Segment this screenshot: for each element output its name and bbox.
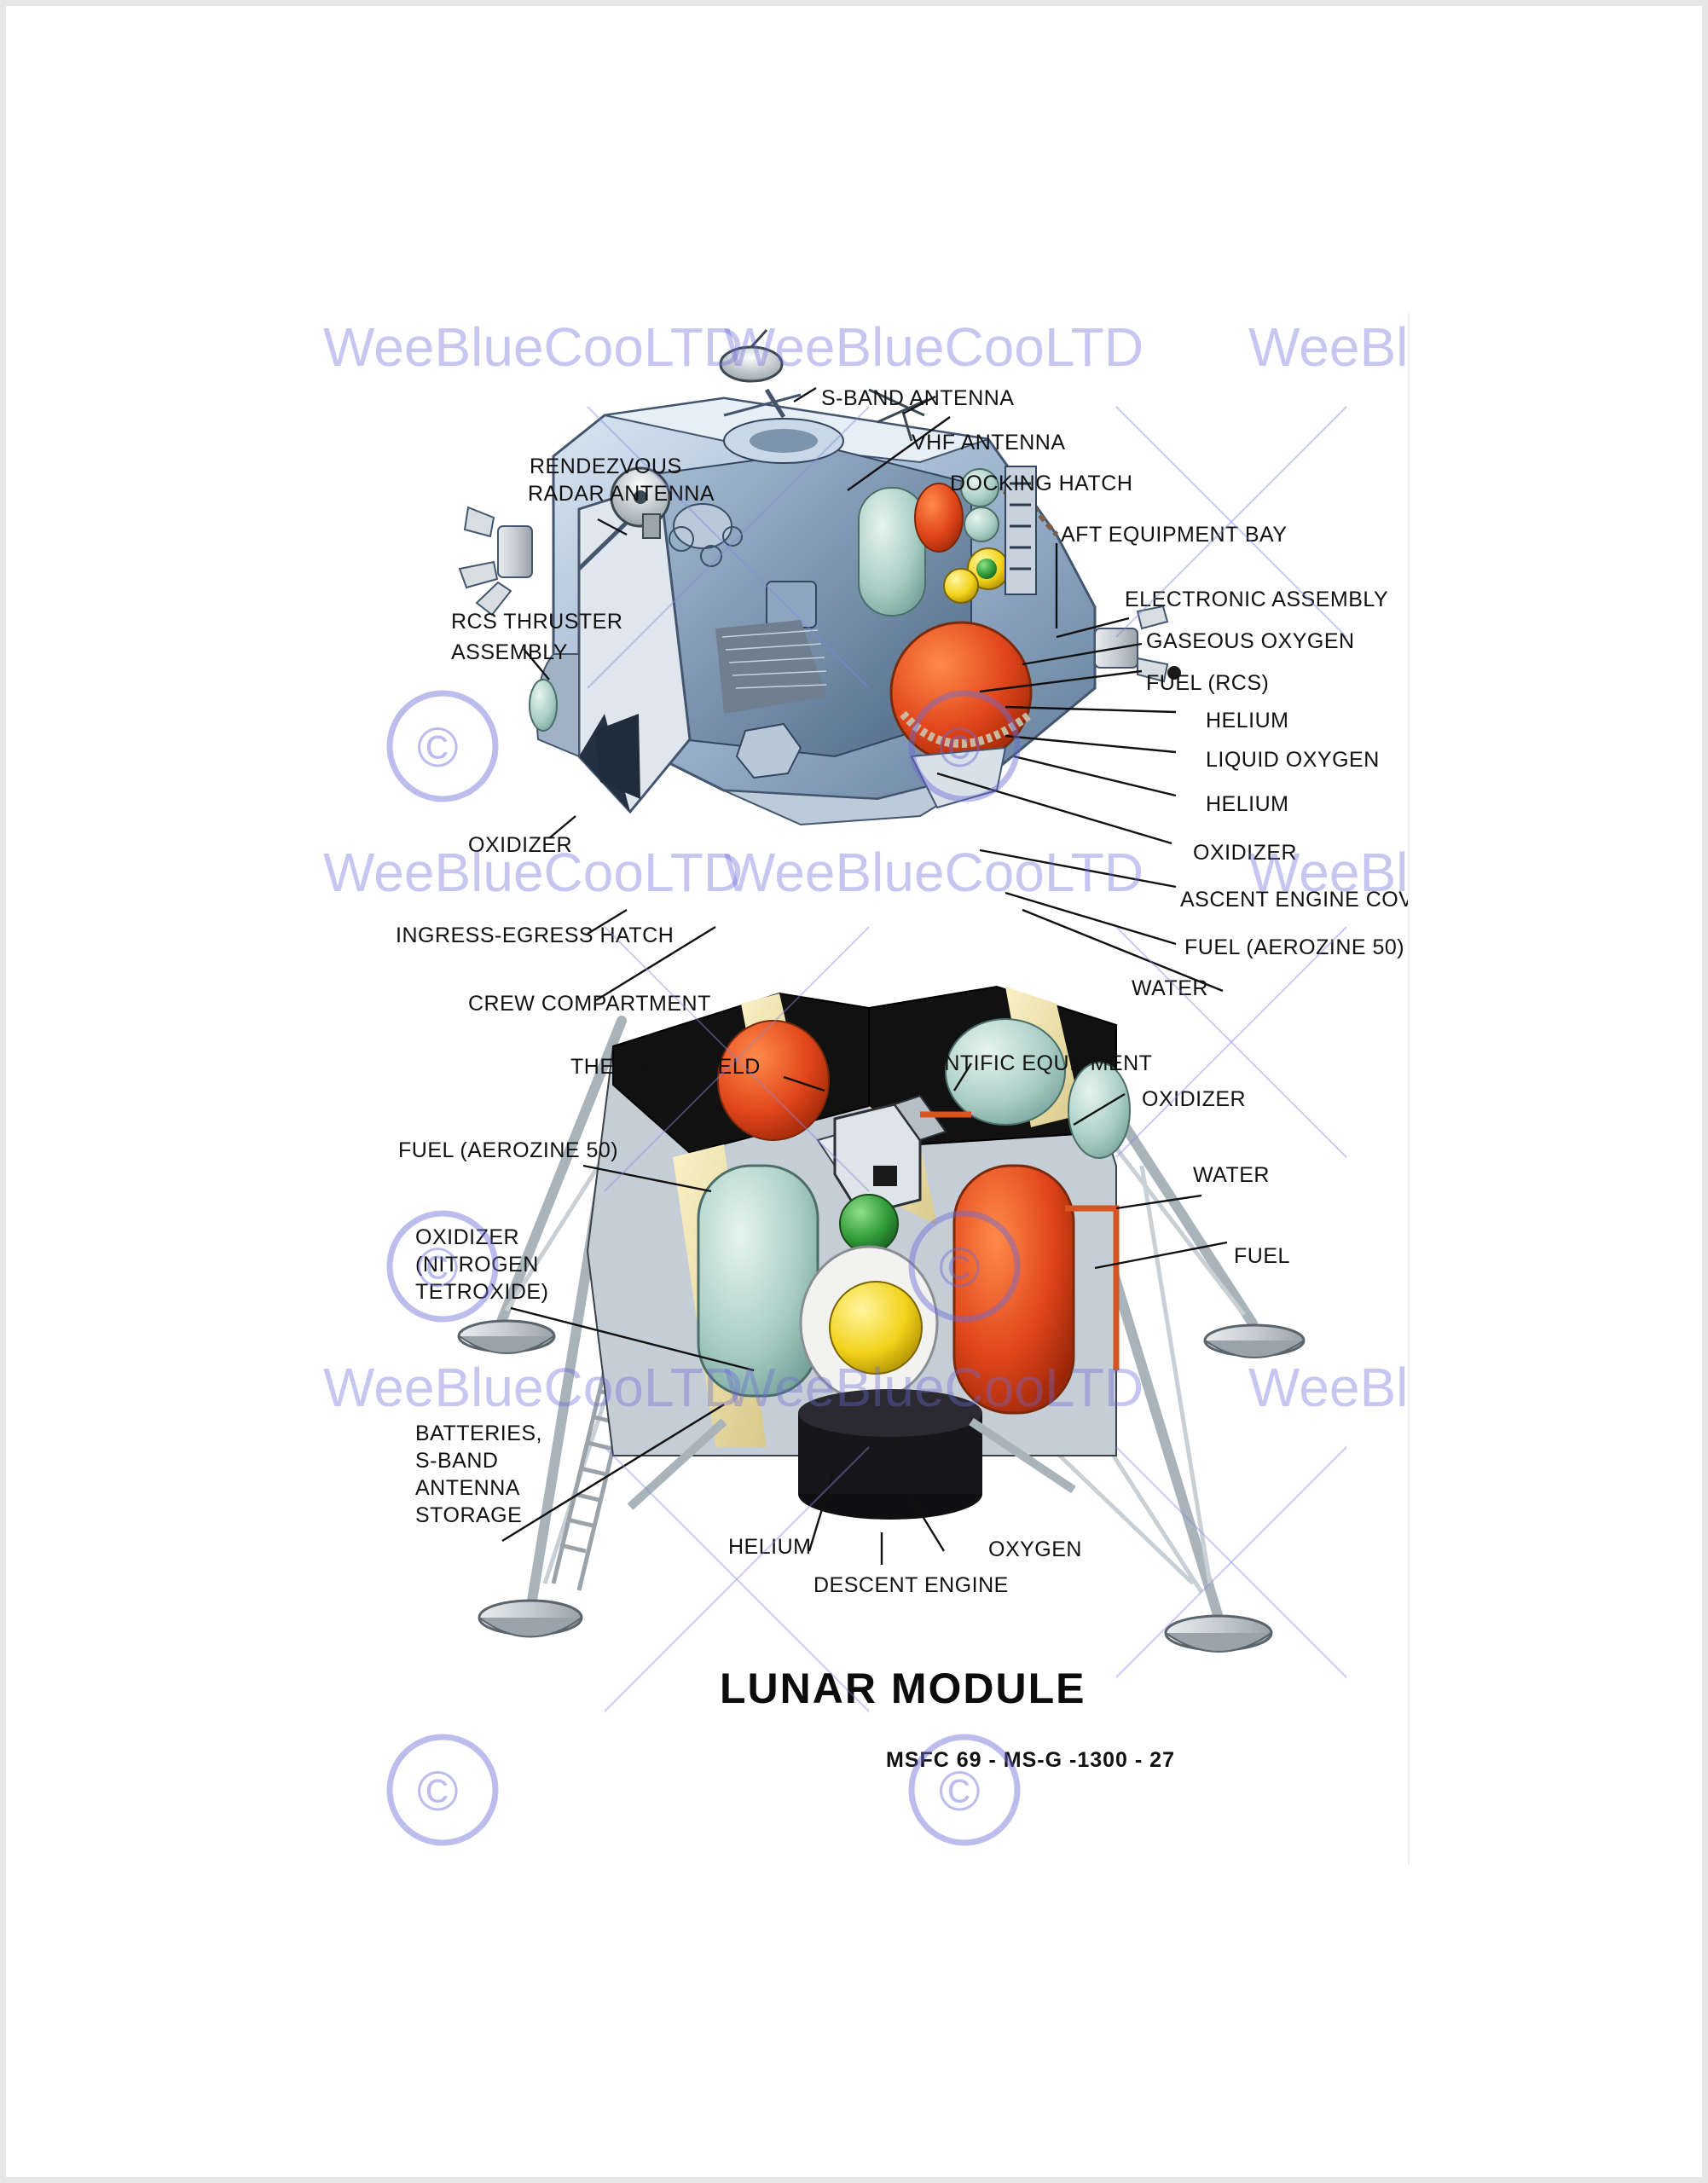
label-batteries-line2: S-BAND [415, 1449, 498, 1473]
svg-text:©: © [939, 1759, 981, 1822]
label-oxidizer-left: OXIDIZER [468, 833, 572, 857]
s-band-antenna-icon [719, 328, 802, 419]
watermark-text: WeeBlueCooLTD [1248, 316, 1408, 378]
label-electronic-assembly: ELECTRONIC ASSEMBLY [1125, 588, 1388, 611]
watermark-text: WeeBlueCooLTD [724, 842, 1143, 903]
label-liquid-oxygen: LIQUID OXYGEN [1206, 748, 1380, 772]
label-thermal-shield: THERMAL SHIELD [570, 1055, 761, 1079]
label-oxidizer-n-line2: (NITROGEN [415, 1253, 539, 1277]
label-oxidizer-n-line3: TETROXIDE) [415, 1280, 548, 1304]
label-rcs-line1: RCS THRUSTER [451, 610, 622, 634]
svg-text:©: © [939, 1236, 981, 1299]
descent-stage-illustration [457, 985, 1306, 1653]
label-s-band-antenna: S-BAND ANTENNA [821, 386, 1014, 410]
watermark-text: WeeBlueCooLTD [724, 1357, 1143, 1418]
vhf-antenna-icon [868, 388, 928, 442]
label-fuel-descent: FUEL [1234, 1244, 1290, 1268]
label-ascent-engine-cover: ASCENT ENGINE COVER [1180, 888, 1408, 912]
watermark-text: WeeBlueCooLTD [323, 842, 743, 903]
copyright-watermark-icon: © © © © © © [386, 690, 1021, 1846]
label-batteries-line4: STORAGE [415, 1503, 522, 1527]
lunar-module-diagram: S-BAND ANTENNA VHF ANTENNA RENDEZVOUS RA… [323, 316, 1668, 1846]
label-fuel-rcs: FUEL (RCS) [1146, 671, 1269, 695]
label-crew-compartment: CREW COMPARTMENT [468, 992, 711, 1016]
label-batteries-line3: ANTENNA [415, 1476, 520, 1500]
label-oxidizer-right: OXIDIZER [1193, 841, 1297, 865]
descent-labels: THERMAL SHIELD SCIENTIFIC EQUIPMENT OXID… [398, 1051, 1290, 1597]
watermark-text: WeeBlueCooLTD [323, 316, 743, 378]
label-helium-2: HELIUM [1206, 792, 1288, 816]
label-rendezvous-line1: RENDEZVOUS [530, 455, 682, 478]
label-water-ascent: WATER [1132, 976, 1208, 1000]
label-rendezvous-line2: RADAR ANTENNA [528, 482, 715, 506]
label-fuel-aerozine-descent: FUEL (AEROZINE 50) [398, 1138, 618, 1162]
label-batteries-line1: BATTERIES, [415, 1422, 542, 1445]
ascent-labels: S-BAND ANTENNA VHF ANTENNA RENDEZVOUS RA… [396, 386, 1444, 1016]
svg-text:©: © [417, 1236, 459, 1299]
rendezvous-radar-antenna-icon [577, 466, 671, 570]
poster: S-BAND ANTENNA VHF ANTENNA RENDEZVOUS RA… [323, 313, 1668, 1865]
label-ingress-egress-hatch: INGRESS-EGRESS HATCH [396, 924, 674, 947]
watermark-text: WeeBlueCooLTD [1248, 1357, 1408, 1418]
reference-code: MSFC 69 - MS-G -1300 - 27 [886, 1748, 1175, 1772]
label-rcs-line2: ASSEMBLY [451, 640, 568, 664]
watermark-text: WeeBlueCooLTD [724, 316, 1143, 378]
label-fuel-aerozine-ascent: FUEL (AEROZINE 50) [1184, 935, 1404, 959]
watermark-text: WeeBlueCooLTD [1248, 842, 1408, 903]
svg-text:©: © [939, 715, 981, 779]
label-oxidizer-descent: OXIDIZER [1142, 1087, 1246, 1111]
label-scientific-equipment: SCIENTIFIC EQUIPMENT [893, 1051, 1152, 1075]
rcs-quad-left-icon [458, 506, 533, 617]
ascent-stage-illustration [458, 328, 1181, 826]
footpad-icon [457, 1319, 1306, 1653]
svg-text:©: © [417, 1759, 459, 1822]
label-vhf-antenna: VHF ANTENNA [912, 431, 1066, 455]
watermark-text: WeeBlueCooLTD [323, 1357, 743, 1418]
label-water-descent: WATER [1193, 1163, 1270, 1187]
svg-text:©: © [417, 715, 459, 779]
label-oxygen-descent: OXYGEN [988, 1537, 1082, 1561]
page-title: LUNAR MODULE [720, 1665, 1086, 1712]
label-helium-descent: HELIUM [728, 1535, 811, 1559]
label-aft-equipment-bay: AFT EQUIPMENT BAY [1061, 523, 1288, 547]
label-oxidizer-n-line1: OXIDIZER [415, 1225, 519, 1249]
label-descent-engine: DESCENT ENGINE [813, 1573, 1009, 1597]
label-helium-1: HELIUM [1206, 709, 1288, 732]
leader-lines [501, 386, 1228, 1565]
label-gaseous-oxygen: GASEOUS OXYGEN [1146, 629, 1355, 653]
label-docking-hatch: DOCKING HATCH [950, 472, 1132, 495]
